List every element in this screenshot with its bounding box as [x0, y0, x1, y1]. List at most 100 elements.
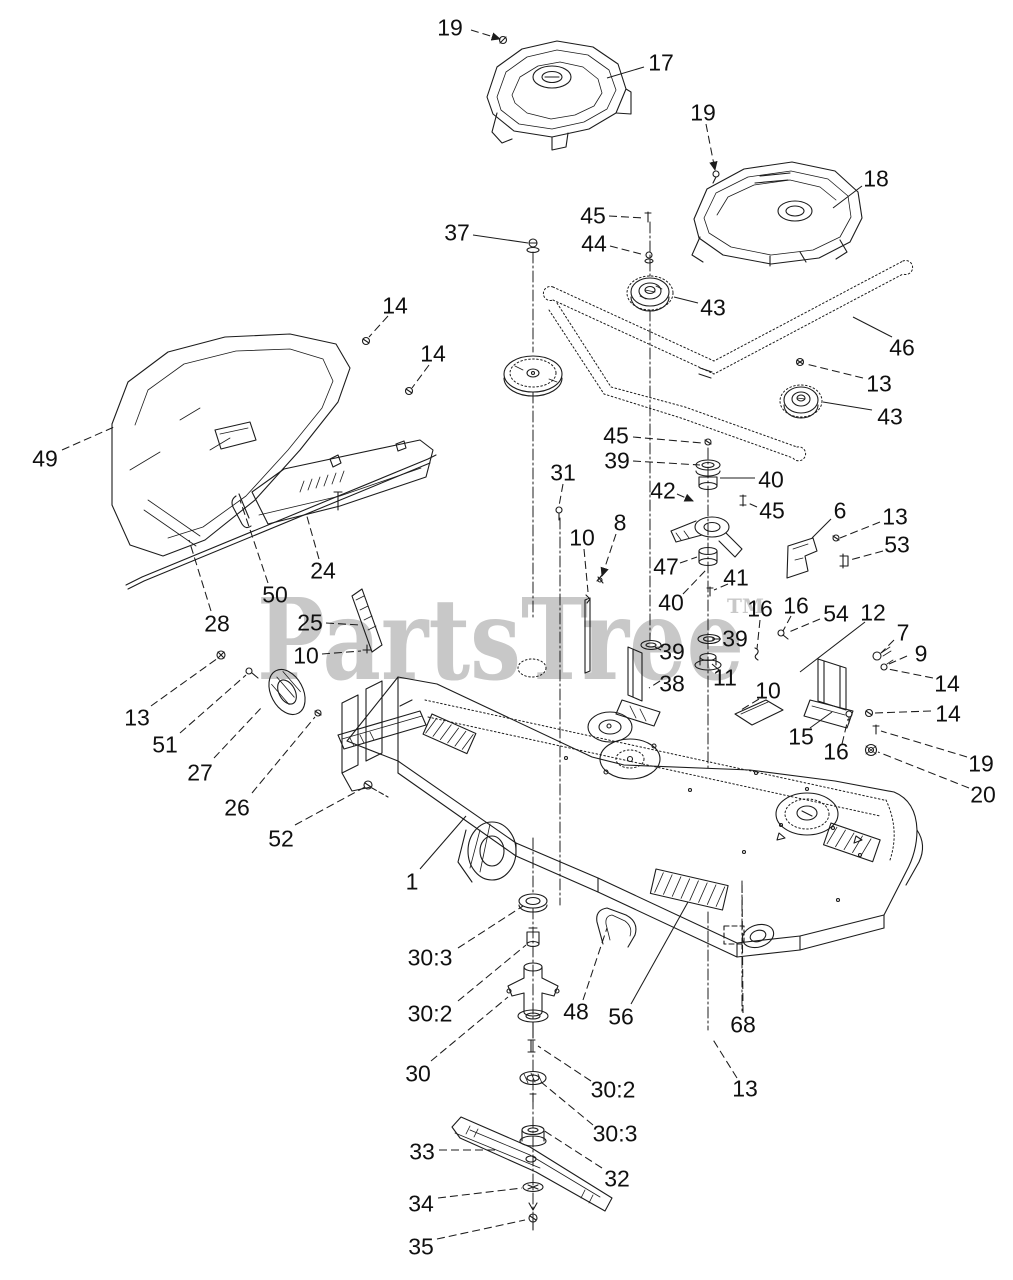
part-label-14: 14 — [420, 340, 446, 366]
part-label-16: 16 — [783, 592, 809, 618]
part-label-12: 12 — [860, 599, 886, 625]
part-label-13: 13 — [882, 503, 908, 529]
part-label-10: 10 — [293, 642, 319, 668]
leader-line-13 — [150, 657, 219, 707]
leader-line-50 — [239, 499, 269, 584]
part-label-47: 47 — [653, 553, 679, 579]
discharge-chute-49 — [111, 333, 351, 557]
part-label-6: 6 — [834, 497, 847, 523]
leader-line-52 — [294, 786, 366, 826]
part-label-44: 44 — [581, 230, 607, 256]
leader-line-16 — [841, 718, 849, 745]
leader-line-16 — [756, 619, 761, 650]
leader-line-13 — [805, 363, 864, 379]
right-bracket-cluster — [734, 629, 894, 757]
part-label-48: 48 — [563, 998, 589, 1024]
leader-line-26 — [251, 716, 316, 794]
leader-line-14 — [887, 668, 934, 679]
leader-line-35 — [436, 1219, 526, 1240]
left-fasteners — [216, 650, 389, 798]
leader-line-43 — [673, 296, 699, 304]
blade-33 — [451, 1116, 613, 1212]
leader-line-38 — [648, 680, 661, 689]
part-label-46: 46 — [889, 334, 915, 360]
pulley-43-right — [779, 384, 823, 419]
spindle-assembly-30 — [506, 893, 560, 1231]
part-label-17: 17 — [648, 49, 674, 75]
leader-line-53 — [849, 550, 884, 561]
watermark-text: PartsTree — [257, 575, 744, 706]
part-label-39: 39 — [722, 625, 748, 651]
leader-line-46 — [852, 316, 893, 338]
part-label-13: 13 — [124, 704, 150, 730]
part-label-51: 51 — [152, 731, 178, 757]
belt-cover-18 — [691, 161, 863, 267]
part-label-19: 19 — [437, 14, 463, 40]
leader-line-56 — [630, 901, 689, 1005]
belt-cover-17 — [486, 40, 632, 151]
part-label-19: 19 — [690, 99, 716, 125]
leader-line-1 — [419, 815, 467, 870]
pulley-43-left — [626, 275, 674, 312]
leader-line-18 — [832, 185, 863, 209]
part-label-19: 19 — [968, 750, 994, 776]
left-hanger-brackets — [337, 597, 591, 792]
part-label-14: 14 — [934, 670, 960, 696]
leader-line-12 — [799, 621, 866, 673]
part-label-31: 31 — [550, 459, 576, 485]
leader-line-37 — [472, 234, 529, 244]
part-label-30: 30 — [405, 1060, 431, 1086]
centerlines — [532, 221, 743, 1223]
leader-line-68 — [741, 880, 744, 1014]
line-art — [111, 35, 924, 1231]
leader-line-44 — [609, 245, 646, 256]
part-label-25: 25 — [297, 609, 323, 635]
leader-line-31 — [558, 483, 564, 507]
part-label-34: 34 — [408, 1190, 434, 1216]
clip-50 — [231, 493, 252, 529]
leader-line-14 — [411, 364, 430, 389]
roller-27 — [268, 668, 306, 716]
part-label-49: 49 — [32, 445, 58, 471]
leader-line-17 — [606, 66, 645, 79]
leader-line-10 — [583, 548, 589, 593]
part-label-8: 8 — [614, 509, 627, 535]
leader-line-45 — [632, 436, 703, 444]
leader-line-13 — [711, 1037, 738, 1079]
part-label-40: 40 — [758, 466, 784, 492]
part-label-43: 43 — [700, 294, 726, 320]
leader-line-8 — [600, 533, 617, 577]
part-label-35: 35 — [408, 1233, 434, 1259]
part-label-7: 7 — [897, 619, 910, 645]
part-label-33: 33 — [409, 1138, 435, 1164]
bracket-6-53 — [786, 534, 849, 579]
leader-line-14 — [368, 315, 389, 338]
part-label-41: 41 — [723, 564, 749, 590]
part-label-45: 45 — [603, 422, 629, 448]
part-label-11: 11 — [713, 664, 737, 690]
leader-line-30:2 — [457, 944, 527, 1002]
part-label-30:3: 30:3 — [408, 944, 453, 970]
watermark-tm: TM — [727, 594, 764, 618]
deck-belt-46 — [542, 260, 914, 462]
part-label-10: 10 — [755, 677, 781, 703]
leader-line-49 — [61, 426, 115, 451]
leader-line-6 — [811, 518, 832, 539]
part-label-15: 15 — [788, 723, 814, 749]
leader-line-19 — [705, 123, 718, 172]
leader-line-45 — [608, 215, 645, 219]
part-label-53: 53 — [884, 531, 910, 557]
leader-line-51 — [179, 674, 247, 734]
part-label-68: 68 — [730, 1011, 756, 1037]
leader-line-30:2 — [537, 1045, 592, 1082]
part-label-30:2: 30:2 — [591, 1076, 636, 1102]
part-label-30:3: 30:3 — [593, 1120, 638, 1146]
deck-shell-1 — [346, 658, 924, 958]
part-label-14: 14 — [935, 700, 961, 726]
part-label-18: 18 — [863, 165, 889, 191]
part-label-39: 39 — [659, 638, 685, 664]
watermark: PartsTree TM — [257, 575, 764, 706]
